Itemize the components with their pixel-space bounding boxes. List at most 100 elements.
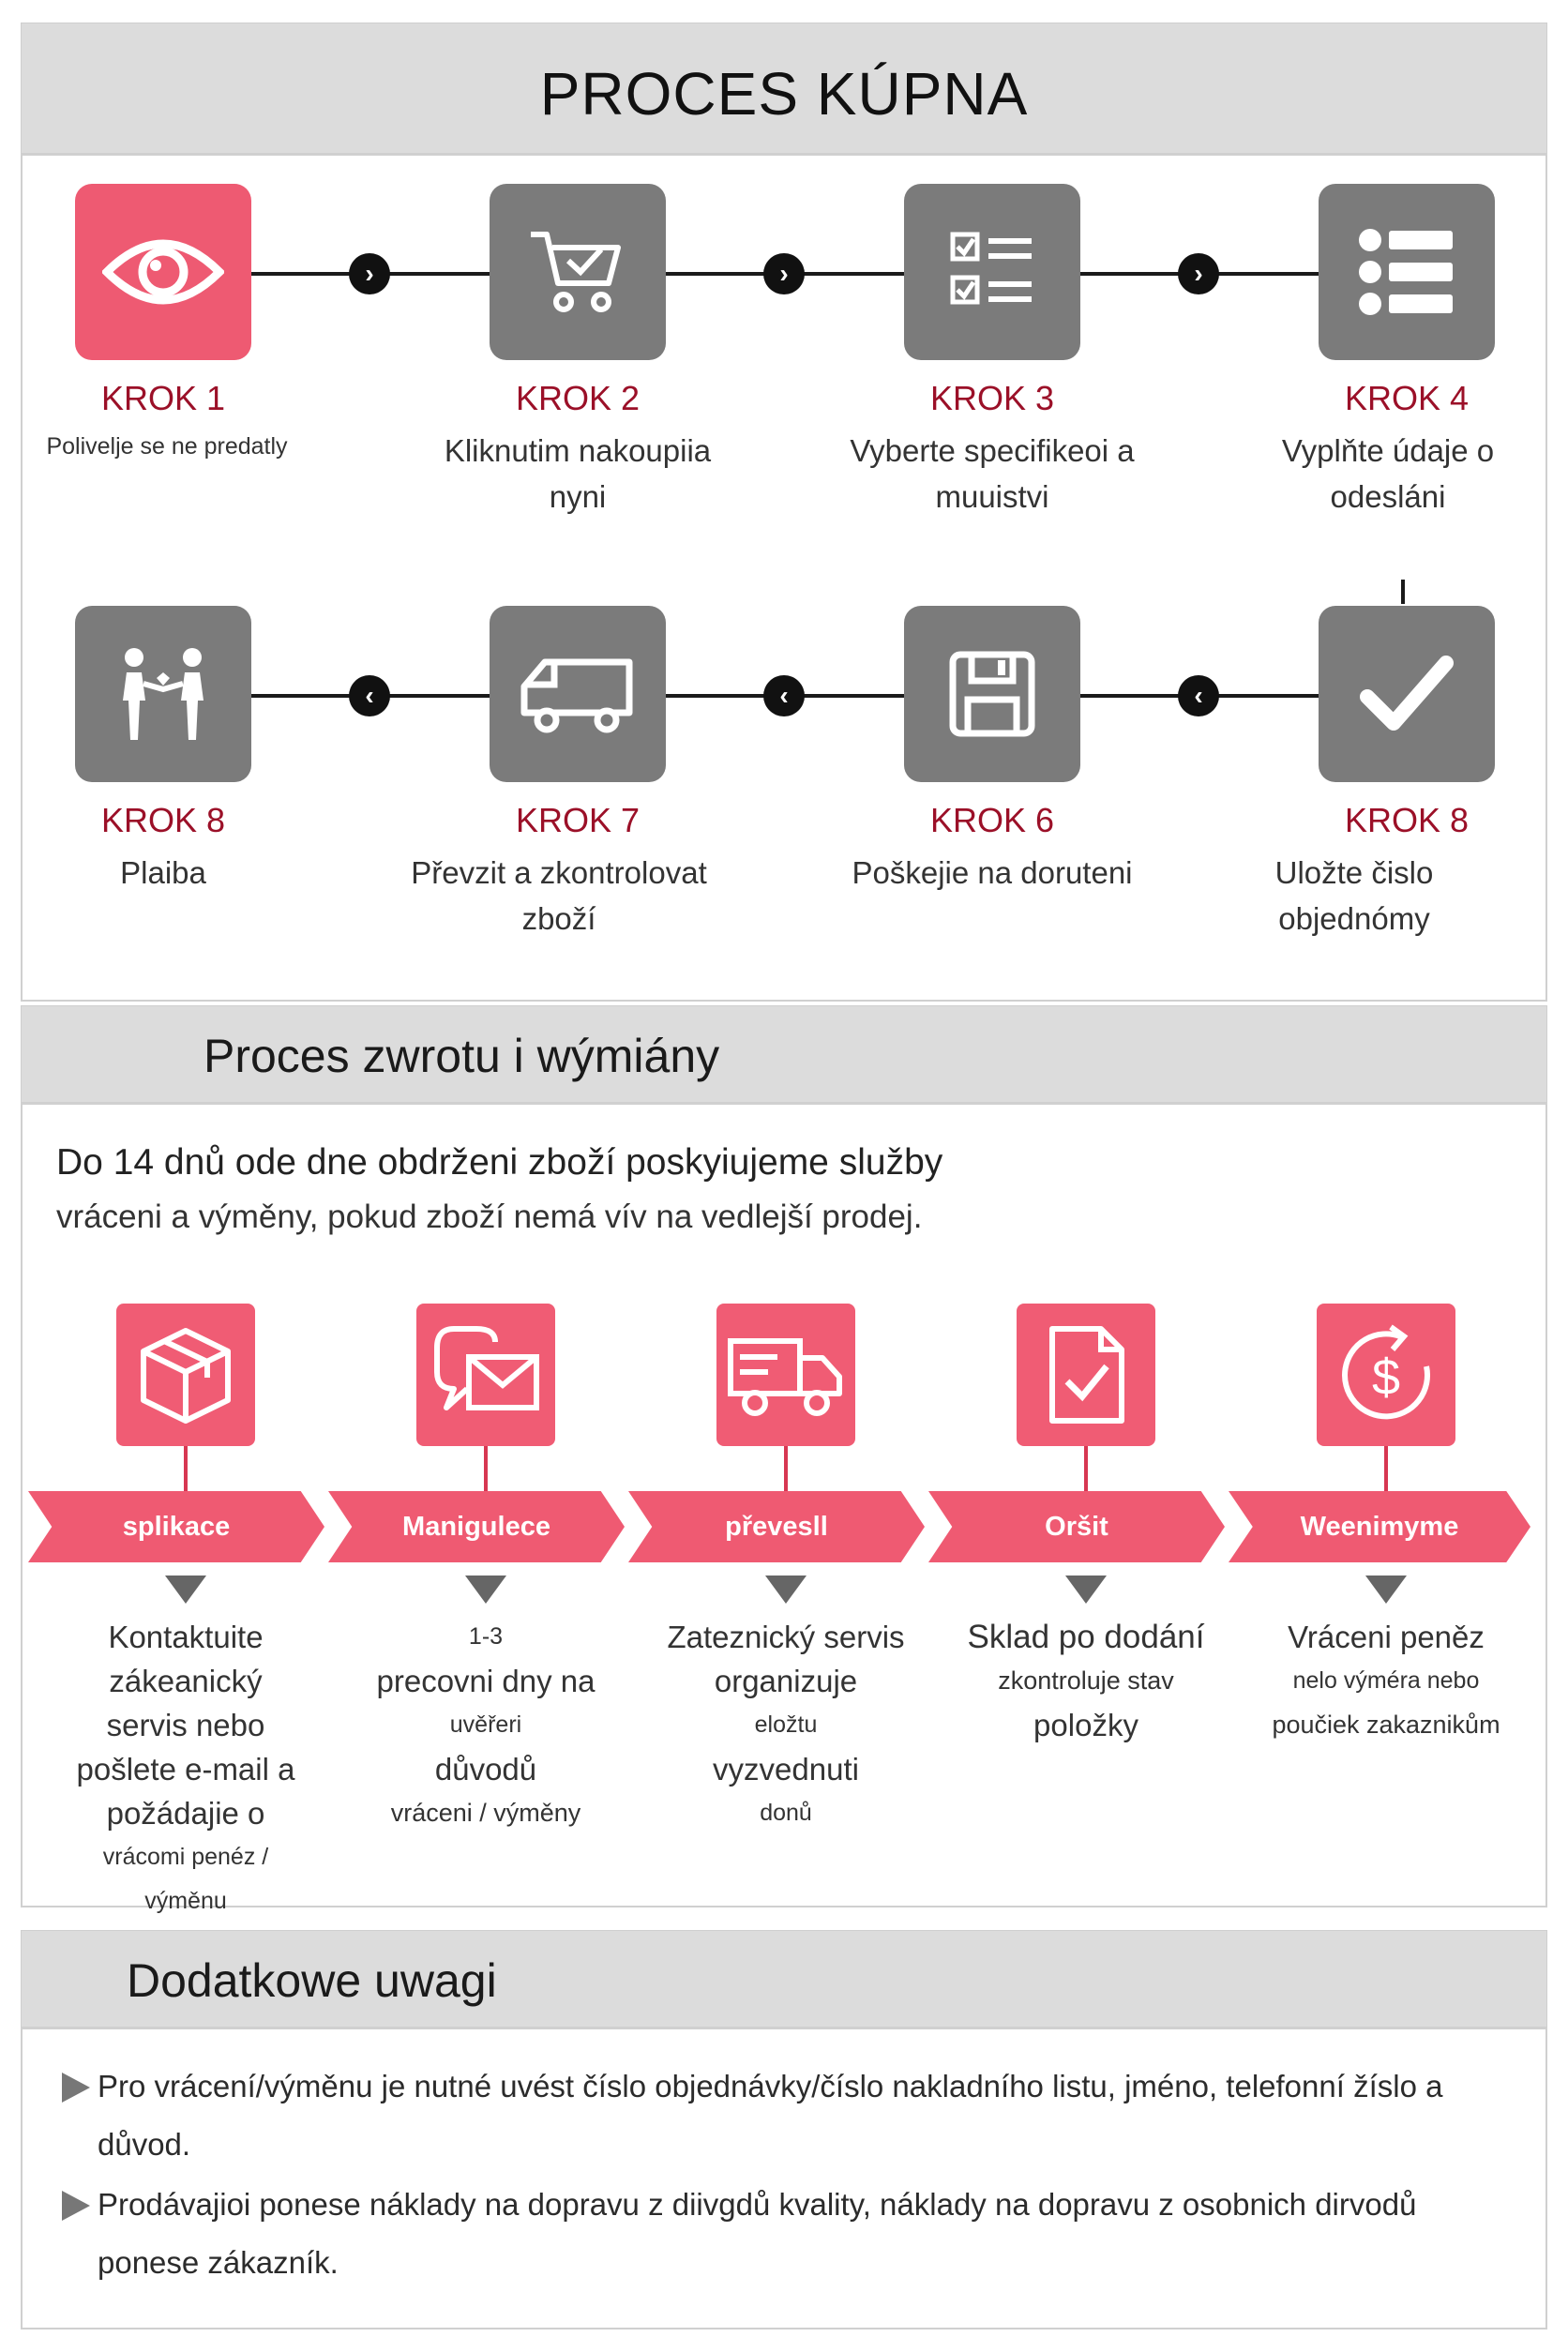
returns-intro-line-1: Do 14 dnů ode dne obdrženi zboží poskyiu…	[56, 1142, 943, 1183]
returns-panel: Do 14 dnů ode dne obdrženi zboží poskyiu…	[21, 1103, 1547, 1914]
document-check-icon	[1049, 1326, 1124, 1424]
arrow-right-icon: ›	[349, 253, 390, 294]
box-icon	[141, 1328, 231, 1424]
arrow-right-icon: ›	[1178, 253, 1219, 294]
bullet-triangle-icon	[62, 2191, 90, 2221]
step-2-label: KROK 2	[515, 379, 641, 417]
arrow-left-icon: ‹	[1178, 675, 1219, 716]
stem	[184, 1446, 188, 1491]
desc-line: Sklad po dodání	[967, 1619, 1205, 1655]
step-1-box	[75, 184, 251, 360]
returns-step-3-desc: Zateznický servis organizuje eložtu vyzv…	[638, 1615, 934, 1835]
desc-line: 1-3	[468, 1623, 504, 1650]
step-7-desc: Převzit a zkontrolovat zboží	[411, 855, 707, 936]
returns-intro-line-2: vráceni a výměny, pokud zboží nemá vív n…	[56, 1199, 923, 1235]
page-title: PROCES KÚPNA	[539, 60, 1029, 128]
step-link-line	[1401, 580, 1405, 604]
step-3-label: KROK 3	[929, 379, 1055, 417]
purchase-process-panel: › › › ‹ ‹ ‹ KROK 1 Polivelje se ne preda…	[21, 154, 1547, 1002]
desc-line: nelo výméra nebo	[1292, 1667, 1480, 1694]
step-8-desc: Plaiba	[120, 855, 206, 890]
down-triangle-icon	[465, 1576, 506, 1604]
down-triangle-icon	[1365, 1576, 1407, 1604]
returns-step-2-ribbon: Manigulece	[328, 1491, 625, 1562]
checklist-icon	[950, 232, 1032, 305]
desc-line: poučiek zakaznikům	[1272, 1711, 1500, 1739]
desc-line: uvěřeri	[449, 1711, 522, 1738]
handshake-icon	[123, 648, 204, 740]
desc-line: precovni dny na	[376, 1664, 596, 1698]
eye-icon	[102, 239, 224, 305]
step-2-box	[490, 184, 666, 360]
truck-icon	[520, 658, 633, 733]
desc-line: Vráceni peněz	[1288, 1620, 1485, 1654]
svg-text:$: $	[1372, 1349, 1400, 1406]
delivery-truck-icon	[728, 1338, 842, 1416]
note-item-1: Pro vrácení/výměnu je nutné uvést číslo …	[98, 2069, 1443, 2162]
email-chat-icon	[434, 1326, 539, 1410]
returns-title: Proces zwrotu i wýmiány	[204, 1030, 720, 1082]
returns-step-3-ribbon: převesll	[628, 1491, 925, 1562]
desc-line: pošlete e-mail a	[76, 1752, 295, 1787]
returns-step-5-ribbon: Weenimyme	[1229, 1491, 1530, 1562]
returns-step-2-desc: 1-3 precovni dny na uvěřeri důvodů vráce…	[338, 1615, 634, 1835]
note-item-2: Prodávajioi ponese náklady na dopravu z …	[98, 2187, 1417, 2280]
returns-step-1-box	[116, 1304, 255, 1446]
step-6-label: KROK 6	[929, 801, 1055, 839]
step-1-desc: Polivelje se ne predatly	[46, 433, 288, 460]
list-icon	[1359, 229, 1453, 315]
step-8-box	[75, 606, 251, 782]
desc-line: donů	[760, 1800, 812, 1826]
step-4-label: KROK 4	[1344, 379, 1470, 417]
desc-line: eložtu	[754, 1711, 818, 1738]
stem	[1384, 1446, 1388, 1491]
step-8-label: KROK 8	[100, 801, 226, 839]
stem	[1084, 1446, 1088, 1491]
desc-line: položky	[1033, 1708, 1138, 1742]
returns-step-3-box	[716, 1304, 855, 1446]
returns-step-4-desc: Sklad po dodání zkontroluje stav položky	[938, 1615, 1234, 1747]
returns-step-1-desc: Kontaktuite zákeanický servis nebo pošle…	[38, 1615, 334, 1923]
step-7-box	[490, 606, 666, 782]
step-1-label: KROK 1	[100, 379, 226, 417]
refund-dollar-icon: $	[1342, 1324, 1430, 1420]
step-3-box	[904, 184, 1080, 360]
step-7-label: KROK 7	[515, 801, 641, 839]
save-icon	[949, 651, 1035, 737]
down-triangle-icon	[765, 1576, 807, 1604]
step-5-label: KROK 8	[1344, 801, 1470, 839]
arrow-left-icon: ‹	[349, 675, 390, 716]
desc-line: vráceni / výměny	[390, 1799, 581, 1827]
desc-line: požádajie o	[106, 1796, 265, 1831]
desc-line: vyzvednuti	[713, 1752, 859, 1787]
check-icon	[1360, 656, 1454, 731]
returns-step-5-desc: Vráceni peněz nelo výméra nebo poučiek z…	[1238, 1615, 1534, 1747]
stem	[484, 1446, 488, 1491]
step-4-desc: Vyplňte údaje o odesláni	[1281, 433, 1495, 514]
desc-line: důvodů	[434, 1752, 537, 1787]
desc-line: výměnu	[144, 1888, 227, 1914]
desc-line: servis nebo	[106, 1708, 265, 1742]
cart-icon	[531, 232, 621, 312]
returns-step-1-ribbon: splikace	[28, 1491, 324, 1562]
desc-line: zkontroluje stav	[998, 1666, 1174, 1695]
down-triangle-icon	[165, 1576, 206, 1604]
step-4-box	[1319, 184, 1495, 360]
desc-line: Zateznický servis	[667, 1620, 905, 1654]
stem	[784, 1446, 788, 1491]
returns-step-5-box: $	[1317, 1304, 1455, 1446]
step-6-desc: Poškejie na doruteni	[852, 855, 1133, 890]
desc-line: organizuje	[714, 1664, 858, 1698]
step-5-desc: Uložte čislo objednómy	[1274, 855, 1434, 936]
notes-band: Dodatkowe uwagi	[21, 1930, 1547, 2028]
returns-band: Proces zwrotu i wýmiány	[21, 1005, 1547, 1103]
desc-line: Kontaktuite zákeanický	[108, 1620, 264, 1698]
returns-step-2-box	[416, 1304, 555, 1446]
title-band: PROCES KÚPNA	[21, 23, 1547, 154]
returns-step-4-box	[1017, 1304, 1155, 1446]
notes-title: Dodatkowe uwagi	[127, 1954, 497, 2007]
step-2-desc: Kliknutim nakoupiia nyni	[444, 433, 712, 514]
step-5-box	[1319, 606, 1495, 782]
down-triangle-icon	[1065, 1576, 1107, 1604]
arrow-right-icon: ›	[763, 253, 805, 294]
